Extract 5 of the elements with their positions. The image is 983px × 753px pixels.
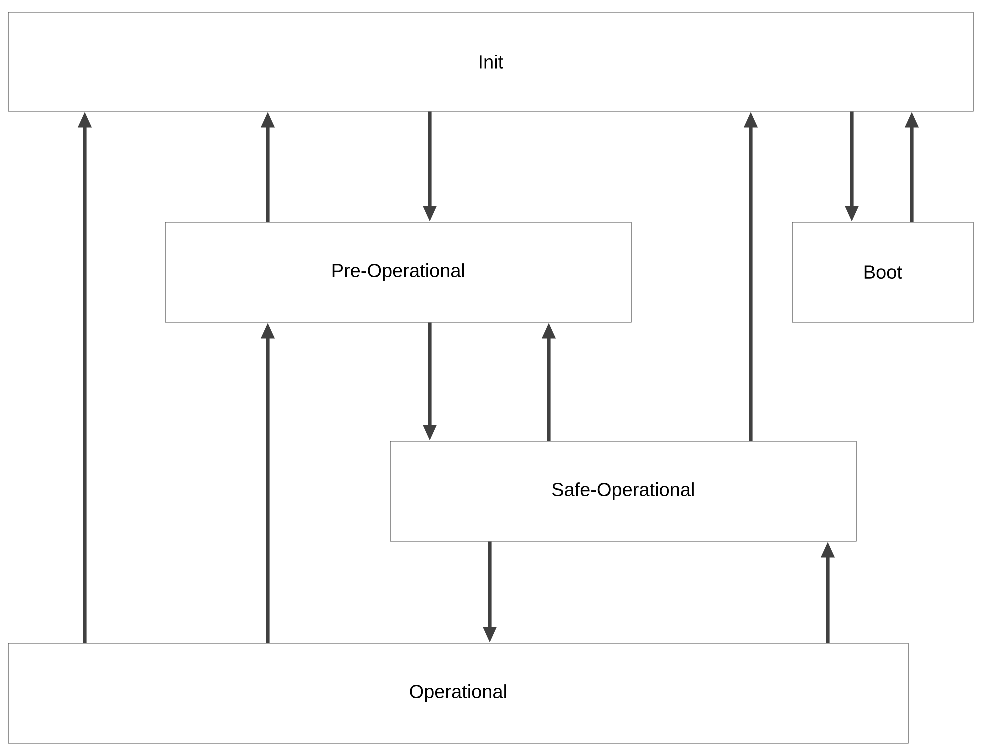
state-box: Safe-Operational xyxy=(390,441,857,542)
state-box: Operational xyxy=(8,643,909,744)
state-box: Boot xyxy=(792,222,974,323)
state-box: Init xyxy=(8,12,974,112)
state-box: Pre-Operational xyxy=(165,222,632,323)
